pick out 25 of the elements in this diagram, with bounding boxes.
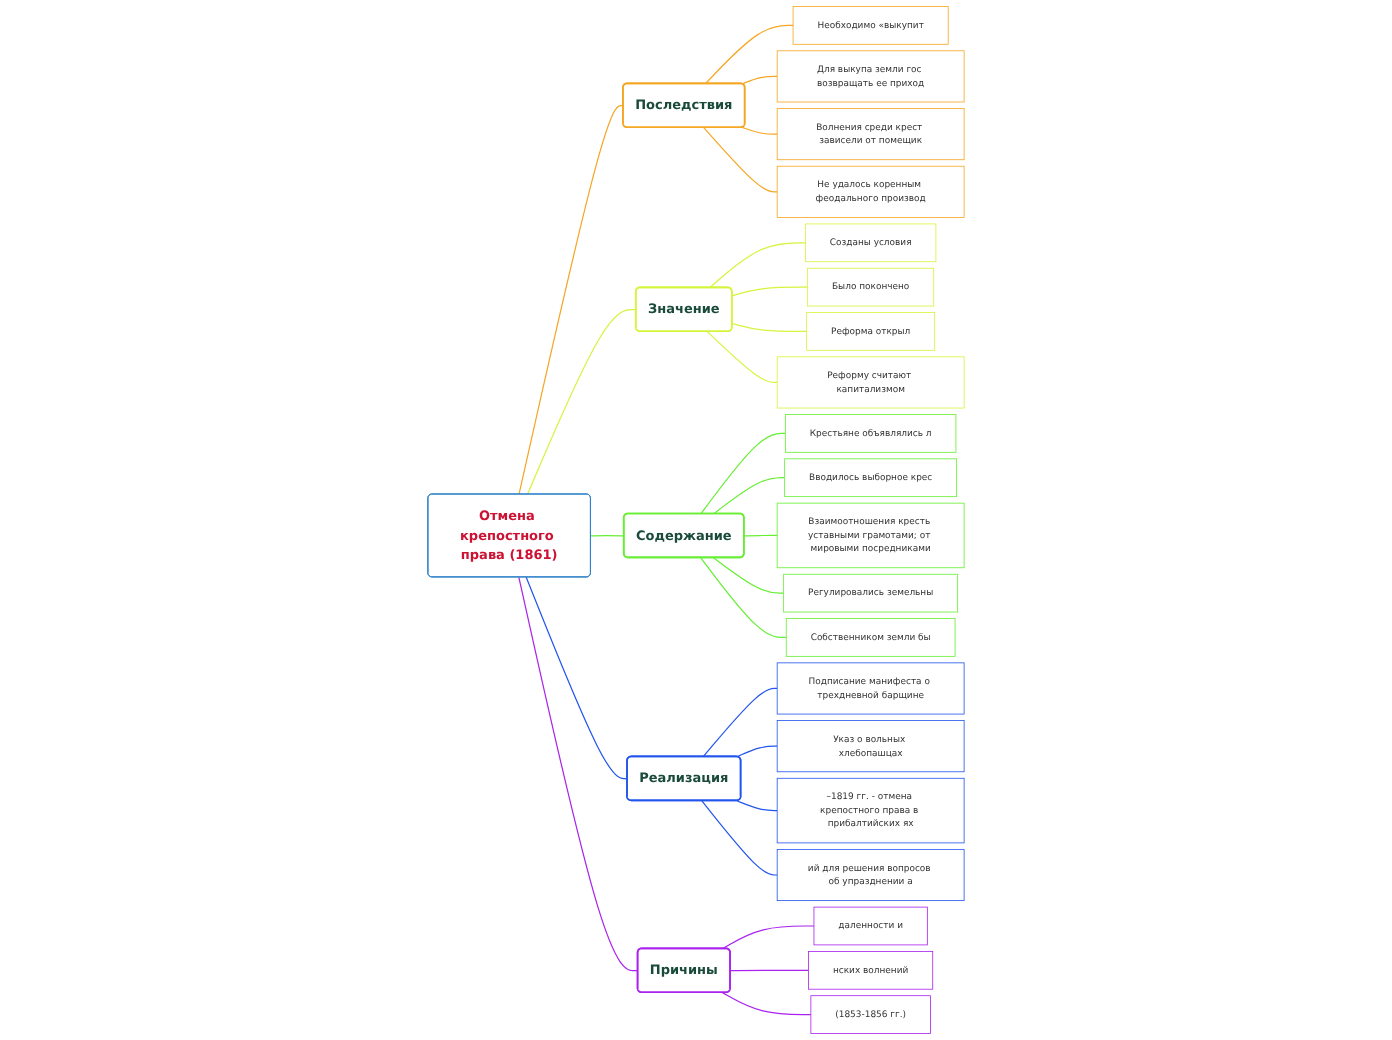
connector <box>704 24 794 85</box>
connector <box>701 800 778 876</box>
connector <box>702 687 778 758</box>
connector <box>729 969 810 972</box>
connector <box>741 126 778 135</box>
connector <box>590 534 625 537</box>
connector <box>736 800 778 812</box>
connector <box>703 127 778 193</box>
connector <box>526 309 637 495</box>
connector <box>518 576 639 972</box>
connector <box>743 534 778 537</box>
connector <box>741 75 778 85</box>
connector <box>709 242 806 289</box>
connector <box>731 286 809 297</box>
connector <box>700 432 786 515</box>
connector <box>736 745 778 758</box>
connector <box>721 992 812 1016</box>
connector <box>700 557 787 639</box>
connector <box>525 576 629 780</box>
connector <box>712 557 785 594</box>
connector <box>706 331 778 384</box>
connector <box>518 105 624 495</box>
connector <box>721 925 815 950</box>
connector <box>712 477 786 515</box>
connector <box>731 322 808 333</box>
